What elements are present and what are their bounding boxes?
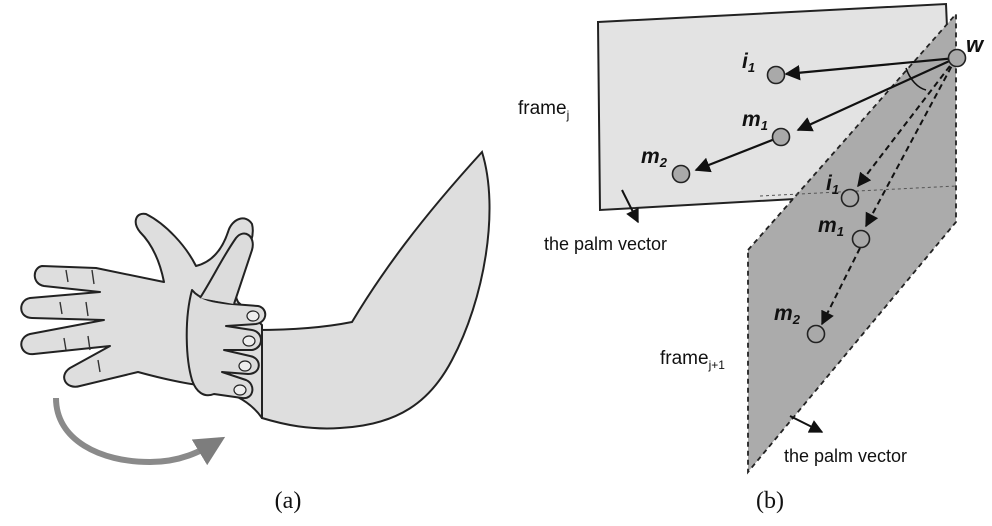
rotation-arrow	[56, 398, 220, 462]
palm-vector-bottom-label: the palm vector	[784, 446, 907, 466]
label-w: w	[966, 32, 985, 57]
caption-a: (a)	[275, 488, 302, 514]
point-m2-bottom	[808, 326, 825, 343]
caption-b: (b)	[756, 488, 784, 514]
point-w	[949, 50, 966, 67]
palm-vector-bottom-arrow	[790, 416, 822, 432]
forearm	[256, 152, 490, 428]
point-m2-top	[673, 166, 690, 183]
palm-vector-top-label: the palm vector	[544, 234, 667, 254]
frame-j-label: framej	[518, 98, 569, 122]
panel-a-illustration	[21, 152, 489, 462]
point-i1-top	[768, 67, 785, 84]
frame-j1-label: framej+1	[660, 348, 725, 372]
point-m1-bottom	[853, 231, 870, 248]
point-i1-bottom	[842, 190, 859, 207]
point-m1-top	[773, 129, 790, 146]
